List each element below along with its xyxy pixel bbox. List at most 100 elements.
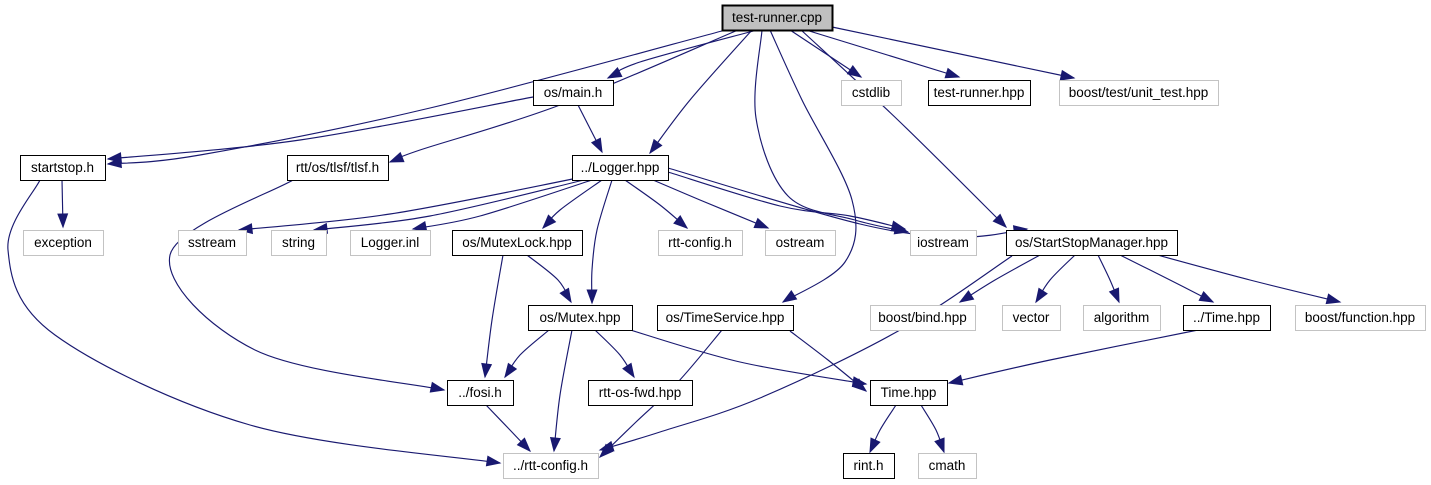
node-test_runner_hpp[interactable]: test-runner.hpp (928, 80, 1031, 106)
node-rtt_config_h[interactable]: rtt-config.h (658, 230, 743, 256)
edge-test_runner_cpp-to-tlsf (388, 29, 739, 163)
node-box (20, 155, 106, 181)
node-test_runner_cpp[interactable]: test-runner.cpp (721, 4, 834, 32)
edge-logger_hpp-to-iostream (667, 171, 907, 232)
node-box (287, 155, 389, 181)
edge-test_runner_cpp-to-iostream (754, 29, 910, 235)
edge-ssm-to-time_rel (1119, 254, 1215, 303)
edge-test_runner_cpp-to-startstop_h (106, 27, 734, 169)
node-label: exception (34, 235, 92, 250)
node-ssm[interactable]: os/StartStopManager.hpp (1006, 230, 1178, 256)
node-label: iostream (917, 235, 969, 250)
node-box (533, 80, 614, 106)
edge-arrowhead-icon (429, 381, 446, 393)
edge-time_hpp-to-rint_h (869, 404, 897, 454)
edge-line (553, 329, 573, 452)
edge-arrowhead-icon (598, 440, 615, 452)
edge-arrowhead-icon (673, 215, 689, 229)
edge-arrowhead-icon (992, 213, 1008, 229)
edge-line (107, 27, 734, 165)
edge-mutex-to-time_hpp (626, 328, 868, 388)
node-tlsf[interactable]: rtt/os/tlsf/tlsf.h (287, 155, 389, 181)
node-fosi[interactable]: ../fosi.h (447, 380, 514, 406)
edge-arrowhead-icon (388, 151, 405, 163)
node-boost_bind[interactable]: boost/bind.hpp (870, 305, 976, 331)
node-startstop_h[interactable]: startstop.h (20, 155, 106, 181)
node-timeservice[interactable]: os/TimeService.hpp (657, 305, 794, 331)
edge-arrowhead-icon (622, 362, 635, 379)
node-cstdlib[interactable]: cstdlib (841, 80, 902, 106)
node-mutex[interactable]: os/Mutex.hpp (528, 305, 633, 331)
node-label: string (282, 235, 315, 250)
node-label: ../fosi.h (458, 385, 502, 400)
edge-arrowhead-icon (852, 378, 868, 392)
node-mutexlock[interactable]: os/MutexLock.hpp (452, 230, 583, 256)
edge-arrowhead-icon (516, 437, 531, 453)
node-box (23, 230, 104, 256)
node-box (765, 230, 836, 256)
node-iostream[interactable]: iostream (910, 230, 977, 256)
edge-mutex-to-rtt_config_rel (549, 329, 573, 453)
node-rtt_os_fwd[interactable]: rtt-os-fwd.hpp (588, 380, 693, 406)
node-vector[interactable]: vector (1002, 305, 1061, 331)
node-boost_function[interactable]: boost/function.hpp (1295, 305, 1426, 331)
edge-logger_hpp-to-mutex (586, 179, 613, 305)
edge-line (313, 179, 585, 231)
node-os_main_h[interactable]: os/main.h (533, 80, 614, 106)
edge-ssm-to-vector (1035, 254, 1076, 304)
node-ostream[interactable]: ostream (765, 230, 836, 256)
node-label: os/StartStopManager.hpp (1015, 235, 1168, 250)
edge-arrowhead-icon (1035, 287, 1048, 304)
edge-test_runner_cpp-to-cstdlib (789, 29, 863, 78)
node-logger_hpp[interactable]: ../Logger.hpp (572, 155, 669, 181)
edge-startstop_h-to-rtt_config_rel (7, 179, 502, 467)
edge-logger_hpp-to-sstream (237, 177, 579, 235)
edge-arrowhead-icon (869, 437, 881, 454)
node-rtt_config_rel[interactable]: ../rtt-config.h (503, 453, 599, 479)
edge-line (599, 255, 1013, 451)
node-rint_h[interactable]: rint.h (843, 453, 895, 479)
edge-line (389, 29, 739, 163)
node-exception[interactable]: exception (23, 230, 104, 256)
edge-logger_hpp-to-ssm (667, 167, 1029, 238)
edge-arrowhead-icon (1059, 69, 1076, 81)
edge-tlsf-to-fosi (168, 179, 446, 393)
node-label: vector (1013, 310, 1050, 325)
node-cmath[interactable]: cmath (918, 453, 977, 479)
edge-logger_hpp-to-rtt_config_h (624, 179, 689, 229)
edge-arrowhead-icon (549, 436, 561, 453)
edge-ssm-to-algorithm (1097, 254, 1120, 304)
node-label: cstdlib (852, 85, 890, 100)
edge-ssm-to-boost_function (1149, 252, 1342, 305)
node-box (870, 380, 948, 406)
node-time_rel[interactable]: ../Time.hpp (1183, 305, 1271, 331)
edge-line (107, 96, 534, 160)
edge-arrowhead-icon (481, 362, 493, 379)
edge-arrowhead-icon (1198, 290, 1215, 303)
node-box (271, 230, 327, 256)
edge-arrowhead-icon (106, 152, 122, 164)
edge-line (948, 329, 1199, 384)
node-label: ../rtt-config.h (513, 458, 588, 473)
node-string[interactable]: string (271, 230, 327, 256)
node-boost_unit_test[interactable]: boost/test/unit_test.hpp (1059, 80, 1219, 106)
node-label: rint.h (853, 458, 883, 473)
node-time_hpp[interactable]: Time.hpp (870, 380, 948, 406)
node-label: boost/function.hpp (1305, 310, 1415, 325)
edge-line (789, 330, 867, 392)
edge-startstop_h-to-exception (57, 179, 69, 229)
node-label: Logger.inl (361, 235, 420, 250)
node-logger_inl[interactable]: Logger.inl (350, 230, 431, 256)
node-algorithm[interactable]: algorithm (1083, 305, 1161, 331)
edge-arrowhead-icon (411, 221, 428, 232)
edge-arrowhead-icon (781, 290, 798, 303)
edge-line (484, 254, 504, 378)
node-box (721, 4, 834, 32)
node-box (572, 155, 669, 181)
edge-arrowhead-icon (590, 137, 603, 154)
node-label: sstream (188, 235, 236, 250)
edge-mutexlock-to-mutex (526, 254, 572, 304)
node-box (1183, 305, 1271, 331)
node-sstream[interactable]: sstream (178, 230, 247, 256)
